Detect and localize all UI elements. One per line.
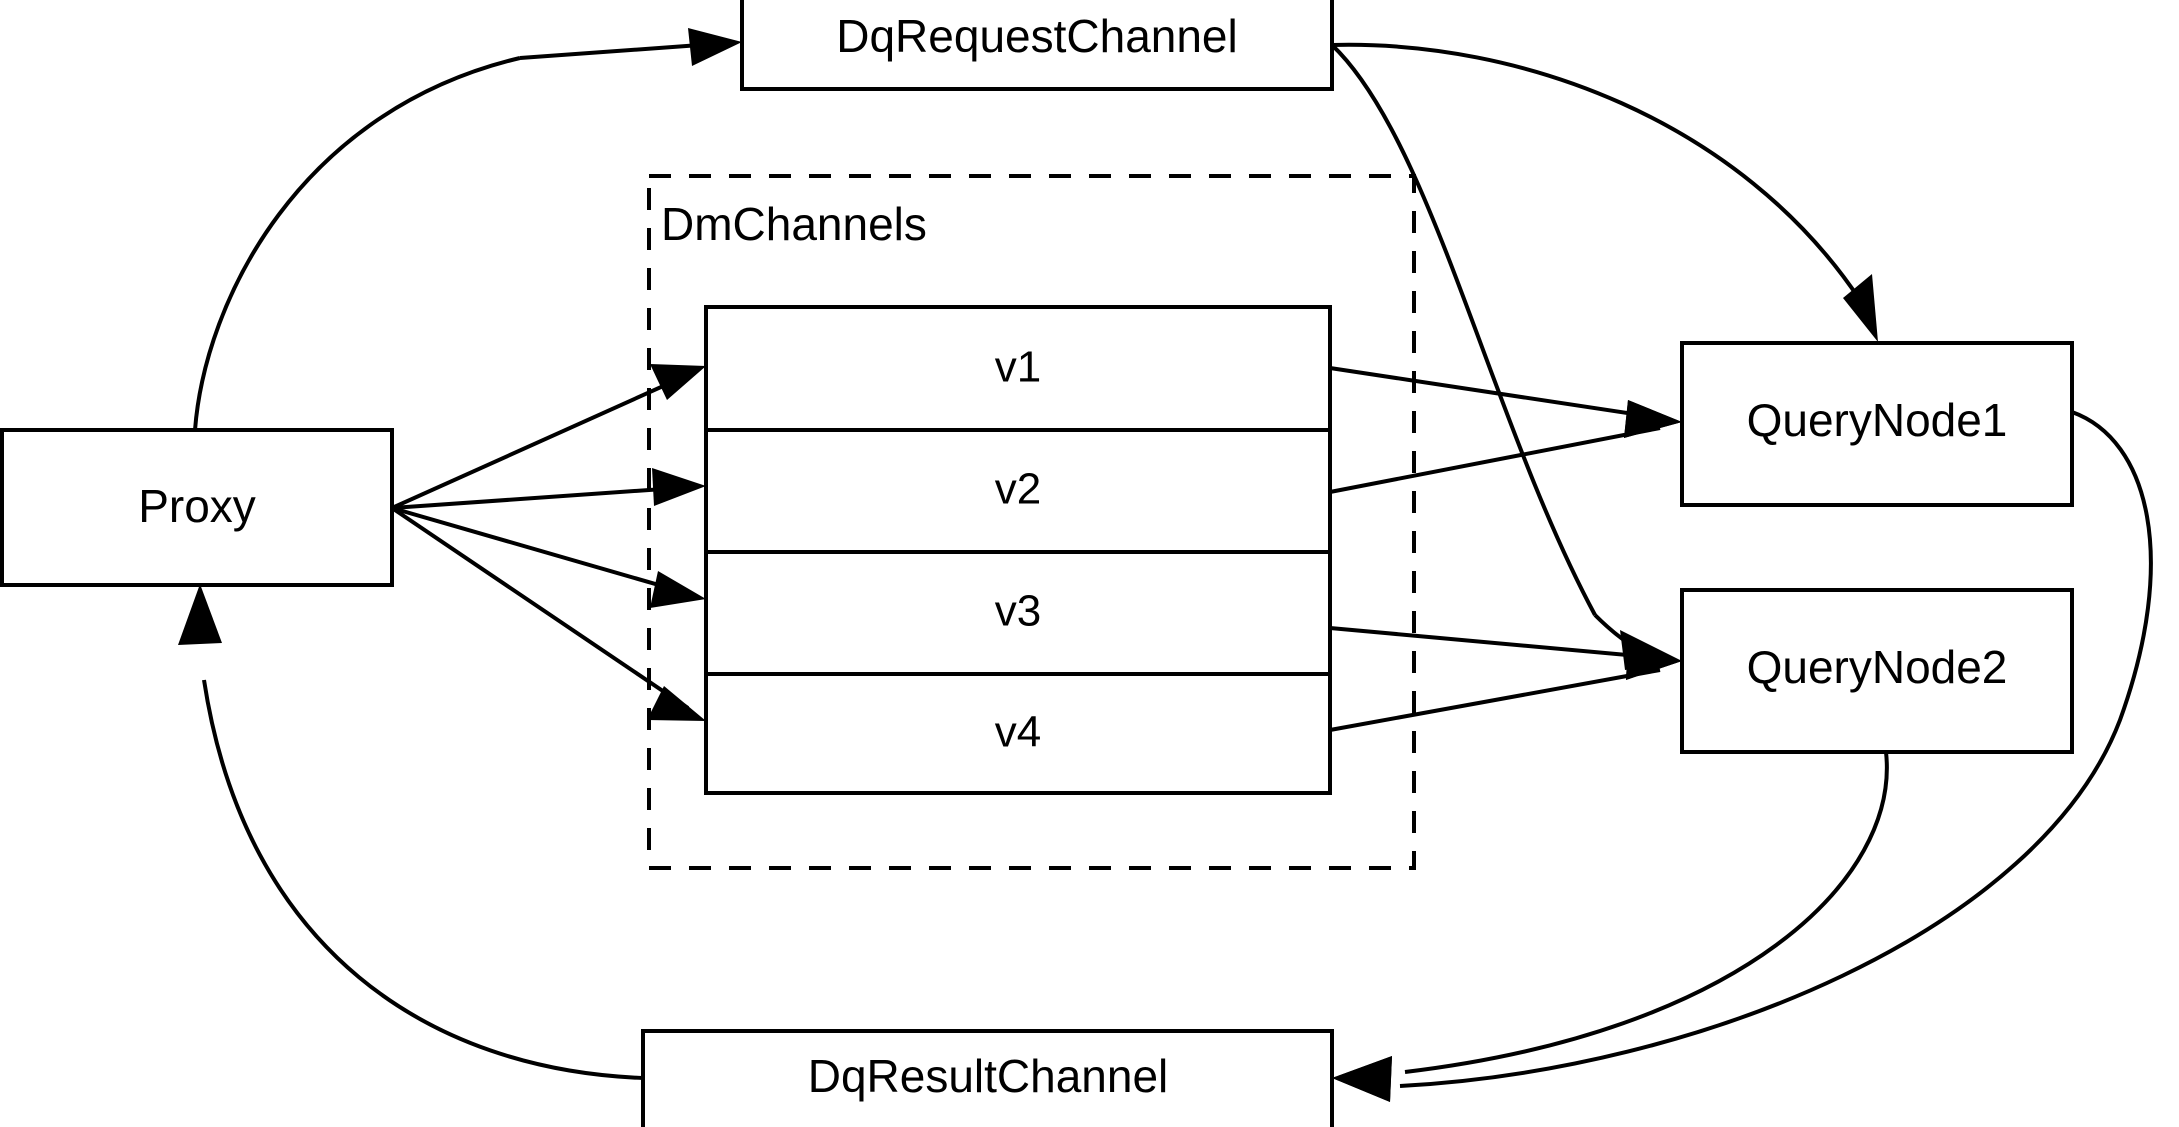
arrowhead-icon [1332,1056,1392,1102]
dq-result-channel-label: DqResultChannel [808,1050,1169,1102]
channel-label-v1: v1 [995,343,1041,392]
arrowhead-icon [688,28,742,66]
edge-dq-result-channel-to-proxy [178,584,644,1080]
node-query-node-1[interactable]: QueryNode1 [1680,341,2074,507]
dm-channel-stack: v1 v2 v3 v4 [704,305,1332,795]
channel-label-v3: v3 [995,587,1041,636]
arrowhead-icon [647,686,706,721]
dq-request-channel-box[interactable] [740,0,1334,91]
proxy-box[interactable] [0,428,394,587]
edge-v4-to-query-node-2 [1329,640,1682,732]
node-dq-request-channel[interactable]: DqRequestChannel [740,0,1334,91]
arrowhead-icon [178,584,222,645]
arrowhead-icon [1624,400,1682,438]
channel-row-v4[interactable] [704,672,1332,795]
edge-proxy-to-v2 [391,468,706,510]
channel-label-v2: v2 [995,465,1041,514]
arrowhead-icon [650,364,706,400]
channel-row-v3[interactable] [704,550,1332,676]
channel-label-v4: v4 [995,708,1041,757]
dq-request-channel-label: DqRequestChannel [836,10,1238,62]
query-node-1-label: QueryNode1 [1747,394,2008,446]
edge-proxy-to-v4 [390,506,706,721]
arrowhead-icon [1626,640,1682,680]
edge-query-node-2-to-dq-result-channel [1332,751,1889,1102]
dm-channels-label: DmChannels [661,198,927,250]
edge-proxy-to-v3 [391,506,706,608]
edge-dq-request-channel-to-query-node-1 [1331,42,1878,342]
query-node-2-label: QueryNode2 [1747,641,2008,693]
edge-query-node-1-to-dq-result-channel [1332,410,2153,1102]
proxy-label: Proxy [138,480,256,532]
edge-v2-to-query-node-1 [1329,400,1682,494]
query-node-1-box[interactable] [1680,341,2074,507]
query-node-2-box[interactable] [1680,588,2074,754]
edge-proxy-to-v1 [391,364,706,510]
dm-channels-border [647,174,1416,870]
arrowhead-icon [1843,274,1878,342]
node-query-node-2[interactable]: QueryNode2 [1680,588,2074,754]
channel-row-v2[interactable] [704,428,1332,554]
node-proxy[interactable]: Proxy [0,428,394,587]
dm-channels-group: DmChannels [647,174,1416,870]
edge-dq-request-channel-to-query-node-2 [1330,43,1682,670]
arrowhead-icon [652,468,706,506]
node-dq-result-channel[interactable]: DqResultChannel [641,1029,1334,1127]
arrowhead-icon [650,571,706,608]
edge-proxy-to-dq-request-channel [193,28,742,431]
channel-row-v1[interactable] [704,305,1332,432]
dq-result-channel-box[interactable] [641,1029,1334,1127]
